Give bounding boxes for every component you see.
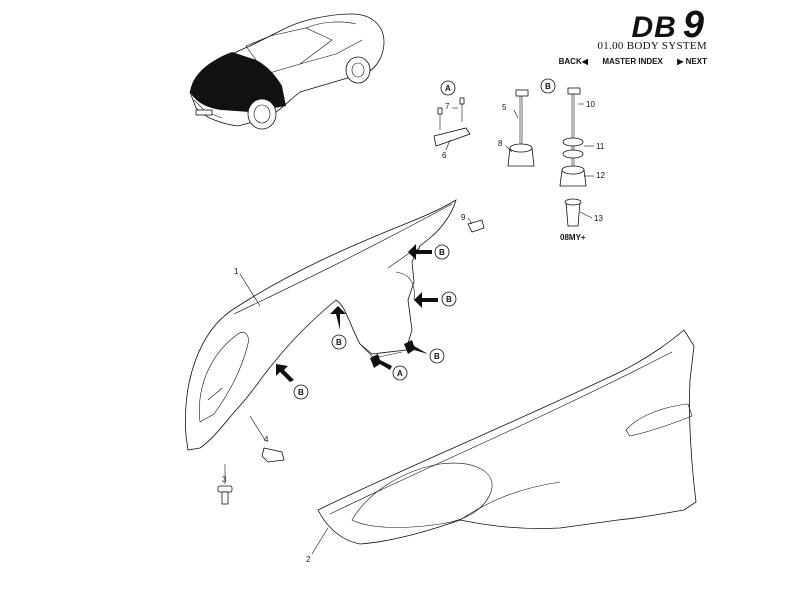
callout-7: 7	[445, 102, 450, 111]
model-year-note: 08MY+	[560, 233, 586, 242]
master-index-label: MASTER INDEX	[602, 57, 663, 66]
front-wing-liner-part	[185, 199, 457, 451]
logo-number: 9	[682, 4, 705, 46]
nav-bar: BACK◀ MASTER INDEX ▶ NEXT	[559, 57, 707, 66]
master-index-link[interactable]: MASTER INDEX	[602, 57, 662, 66]
detail-tag-a-top: A	[445, 84, 451, 93]
callout-11: 11	[596, 142, 605, 151]
detail-tag-a-1: A	[397, 369, 403, 378]
detail-tag-b-5: B	[298, 388, 304, 397]
detail-arrows	[276, 244, 438, 382]
detail-tag-b-top: B	[545, 82, 551, 91]
detail-tag-b-3: B	[336, 338, 342, 347]
detail-tags: A B B B B B B A	[293, 78, 556, 400]
back-link[interactable]: BACK◀	[558, 57, 588, 66]
detail-tag-b-1: B	[439, 248, 445, 257]
callout-6: 6	[442, 151, 447, 160]
front-wing-panel-part	[317, 329, 697, 545]
callout-2: 2	[306, 555, 311, 564]
back-label: BACK	[558, 57, 582, 66]
fastener-parts	[217, 87, 587, 505]
detail-tag-b-2: B	[446, 295, 452, 304]
leader-lines	[224, 103, 594, 555]
callout-1: 1	[234, 267, 239, 276]
next-label: NEXT	[685, 57, 707, 66]
next-link[interactable]: ▶ NEXT	[677, 57, 707, 66]
callouts: 1 2 3 4 5 6 7 8 9 10 11 12 13	[222, 100, 605, 564]
callout-8: 8	[498, 139, 503, 148]
callout-4: 4	[264, 435, 269, 444]
detail-tag-b-4: B	[434, 352, 440, 361]
logo-prefix: DB	[631, 11, 677, 44]
callout-10: 10	[586, 100, 595, 109]
callout-12: 12	[596, 171, 605, 180]
callout-9: 9	[461, 213, 466, 222]
section-title: 01.00 BODY SYSTEM	[597, 40, 707, 52]
callout-5: 5	[502, 103, 507, 112]
locator-car-illustration	[189, 13, 385, 130]
callout-3: 3	[222, 475, 227, 484]
callout-13: 13	[594, 214, 603, 223]
